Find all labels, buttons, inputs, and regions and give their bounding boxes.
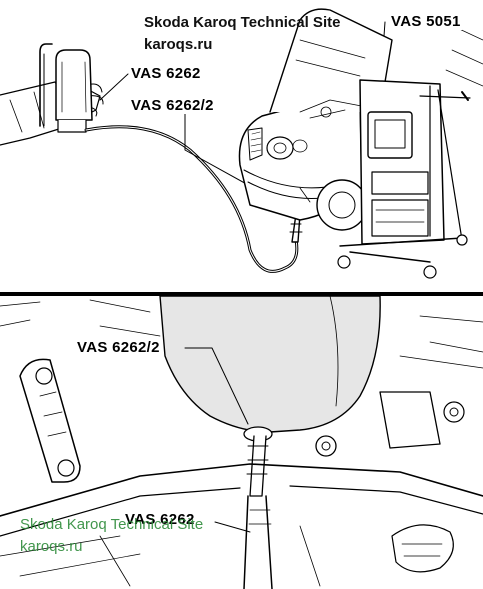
vas6262-hose-bottom xyxy=(243,495,273,589)
label-vas5051: VAS 5051 xyxy=(390,13,462,30)
engine-mount-arm xyxy=(19,358,81,483)
vas6262-bottle xyxy=(55,49,93,121)
label-vas6262: VAS 6262 xyxy=(130,65,202,82)
bottom-drawing xyxy=(0,296,483,589)
watermark-line1-bottom: Skoda Karoq Technical Site xyxy=(20,516,204,533)
vas6262-2-tube xyxy=(249,435,267,497)
illustration-bottom-panel: VAS 6262/2 VAS 6262 Skoda Karoq Technica… xyxy=(0,296,483,589)
illustration-top-panel: VAS 5051 VAS 6262 VAS 6262/2 Skoda Karoq… xyxy=(0,0,483,292)
label-vas6262-bottom: VAS 6262 xyxy=(124,511,196,528)
oil-pan xyxy=(159,296,381,433)
watermark-line1: Skoda Karoq Technical Site xyxy=(144,14,341,31)
watermark-line2-bottom: karoqs.ru xyxy=(20,538,83,555)
subframe xyxy=(0,463,483,517)
label-vas6262-2-bottom: VAS 6262/2 xyxy=(76,339,161,356)
watermark-line2: karoqs.ru xyxy=(144,36,213,53)
top-drawing xyxy=(0,8,483,279)
label-vas6262-2: VAS 6262/2 xyxy=(130,97,215,114)
panel-divider xyxy=(0,292,483,296)
